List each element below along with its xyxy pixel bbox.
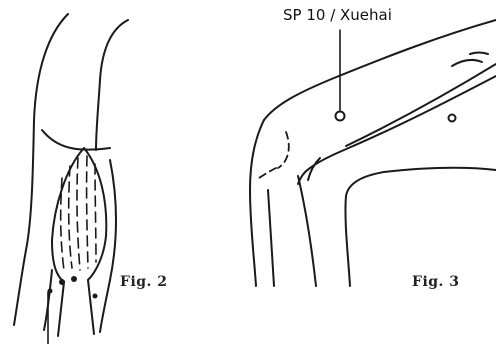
fig2-leg-drawing bbox=[14, 14, 128, 344]
acupoint-marker bbox=[336, 112, 345, 121]
acupoint-label: SP 10 / Xuehai bbox=[283, 6, 392, 24]
fig2-caption: Fig. 2 bbox=[120, 274, 168, 290]
fig3-knee-drawing bbox=[250, 20, 496, 286]
fig3-caption: Fig. 3 bbox=[412, 274, 460, 290]
